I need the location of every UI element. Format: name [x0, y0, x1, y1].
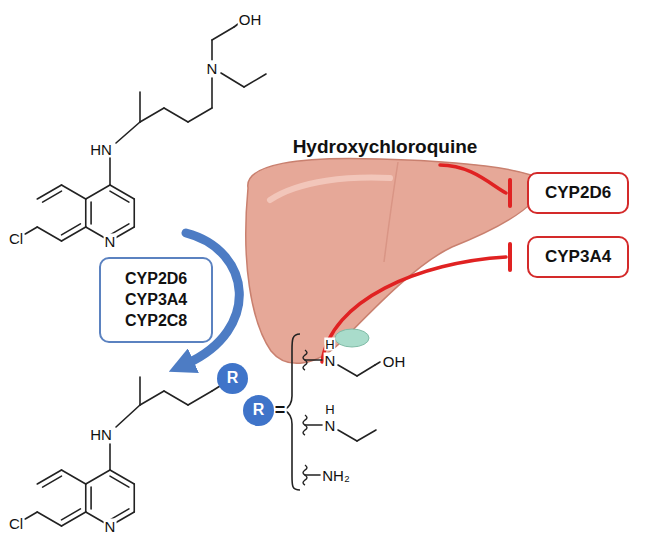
inhibited-enzyme-box: CYP3A4: [527, 236, 629, 278]
ring-bond: [85, 199, 87, 227]
inhibition-line: [322, 257, 506, 362]
liver-highlight: [270, 178, 390, 200]
ring-bond: [110, 185, 134, 199]
ring-bond: [62, 227, 86, 241]
attachment-wave: [303, 350, 307, 370]
ring-bond: [37, 185, 61, 199]
bond: [139, 377, 141, 405]
ring-bond: [37, 512, 61, 526]
bond: [211, 78, 213, 108]
bond: [109, 444, 111, 470]
bond: [116, 405, 140, 427]
bond: [357, 430, 376, 441]
double-bond: [110, 476, 129, 487]
atom-label: Cl: [8, 516, 24, 531]
double-bond: [110, 191, 129, 202]
atom-label: NH₂: [321, 468, 351, 483]
ring-bond: [133, 484, 135, 512]
atom-label: N: [324, 353, 337, 368]
bond: [188, 391, 212, 405]
bond: [305, 359, 322, 361]
ring-bond: [62, 185, 86, 199]
bond: [25, 512, 37, 519]
inhibited-enzyme-box: CYP2D6: [527, 172, 629, 214]
atom-label: N: [206, 61, 219, 76]
substituent-symbol: R: [227, 368, 239, 389]
substituent-symbol: R: [253, 400, 265, 421]
double-bond: [62, 224, 81, 235]
attachment-wave: [303, 415, 307, 435]
bond: [305, 424, 322, 426]
ring-bond: [86, 185, 110, 199]
double-bond: [43, 476, 62, 487]
bond: [212, 27, 234, 40]
ring-bond: [85, 484, 87, 512]
enzyme-name: CYP2D6: [545, 182, 611, 204]
atom-label: H: [324, 403, 335, 416]
atom-label: OH: [382, 354, 407, 369]
bond: [211, 40, 213, 60]
falciform-ligament: [384, 162, 398, 262]
bond: [140, 391, 164, 405]
ring-bond: [62, 470, 86, 484]
ring-bond: [110, 470, 134, 484]
substituent-circle: R: [217, 363, 248, 394]
atom-label: HN: [89, 427, 113, 442]
inhibition-bar: [508, 244, 512, 270]
bond: [338, 365, 357, 376]
circle-fill: [243, 395, 274, 426]
attachment-wave: [303, 465, 307, 485]
atom-label: H: [324, 338, 335, 351]
inhibition-bar: [508, 180, 512, 206]
bond: [164, 108, 188, 122]
bond: [357, 365, 375, 376]
ring-bond: [86, 470, 110, 484]
liver-illustration: [246, 158, 545, 363]
liver-shape: [246, 158, 545, 363]
bond: [244, 74, 266, 87]
substituent-circle: R: [243, 395, 274, 426]
bond: [139, 92, 141, 122]
double-bond: [62, 509, 81, 520]
drug-name: Hydroxychloroquine: [292, 137, 479, 156]
bond: [212, 386, 220, 391]
brace: [284, 334, 300, 490]
bond: [164, 391, 188, 405]
enzyme-name: CYP3A4: [545, 246, 611, 268]
bond: [109, 158, 111, 185]
double-bond: [90, 202, 92, 224]
double-bond: [90, 487, 92, 509]
atom-label: N: [324, 418, 337, 433]
bond: [188, 108, 212, 122]
atom-label: N: [104, 234, 117, 249]
equals-sign: =: [274, 401, 287, 419]
bond: [221, 73, 244, 87]
enzyme-name: CYP2D6 CYP3A4 CYP2C8: [125, 269, 187, 331]
chemical-structures: [25, 24, 380, 526]
bond: [25, 227, 37, 234]
bond: [375, 362, 380, 365]
bond: [305, 474, 320, 476]
enzyme-box: CYP2D6 CYP3A4 CYP2C8: [99, 257, 213, 343]
atom-label: OH: [238, 12, 263, 27]
atom-label: HN: [89, 142, 113, 157]
ring-bond: [62, 512, 86, 526]
gallbladder: [335, 329, 369, 347]
circle-fill: [217, 363, 248, 394]
ring-bond: [133, 199, 135, 227]
bond: [140, 108, 164, 122]
ring-bond: [37, 227, 61, 241]
double-bond: [43, 191, 62, 202]
atom-label: N: [104, 519, 117, 534]
atom-label: Cl: [8, 231, 24, 246]
inhibition-line: [440, 165, 506, 193]
bond: [338, 430, 357, 441]
bond: [116, 122, 140, 143]
ring-bond: [37, 470, 61, 484]
